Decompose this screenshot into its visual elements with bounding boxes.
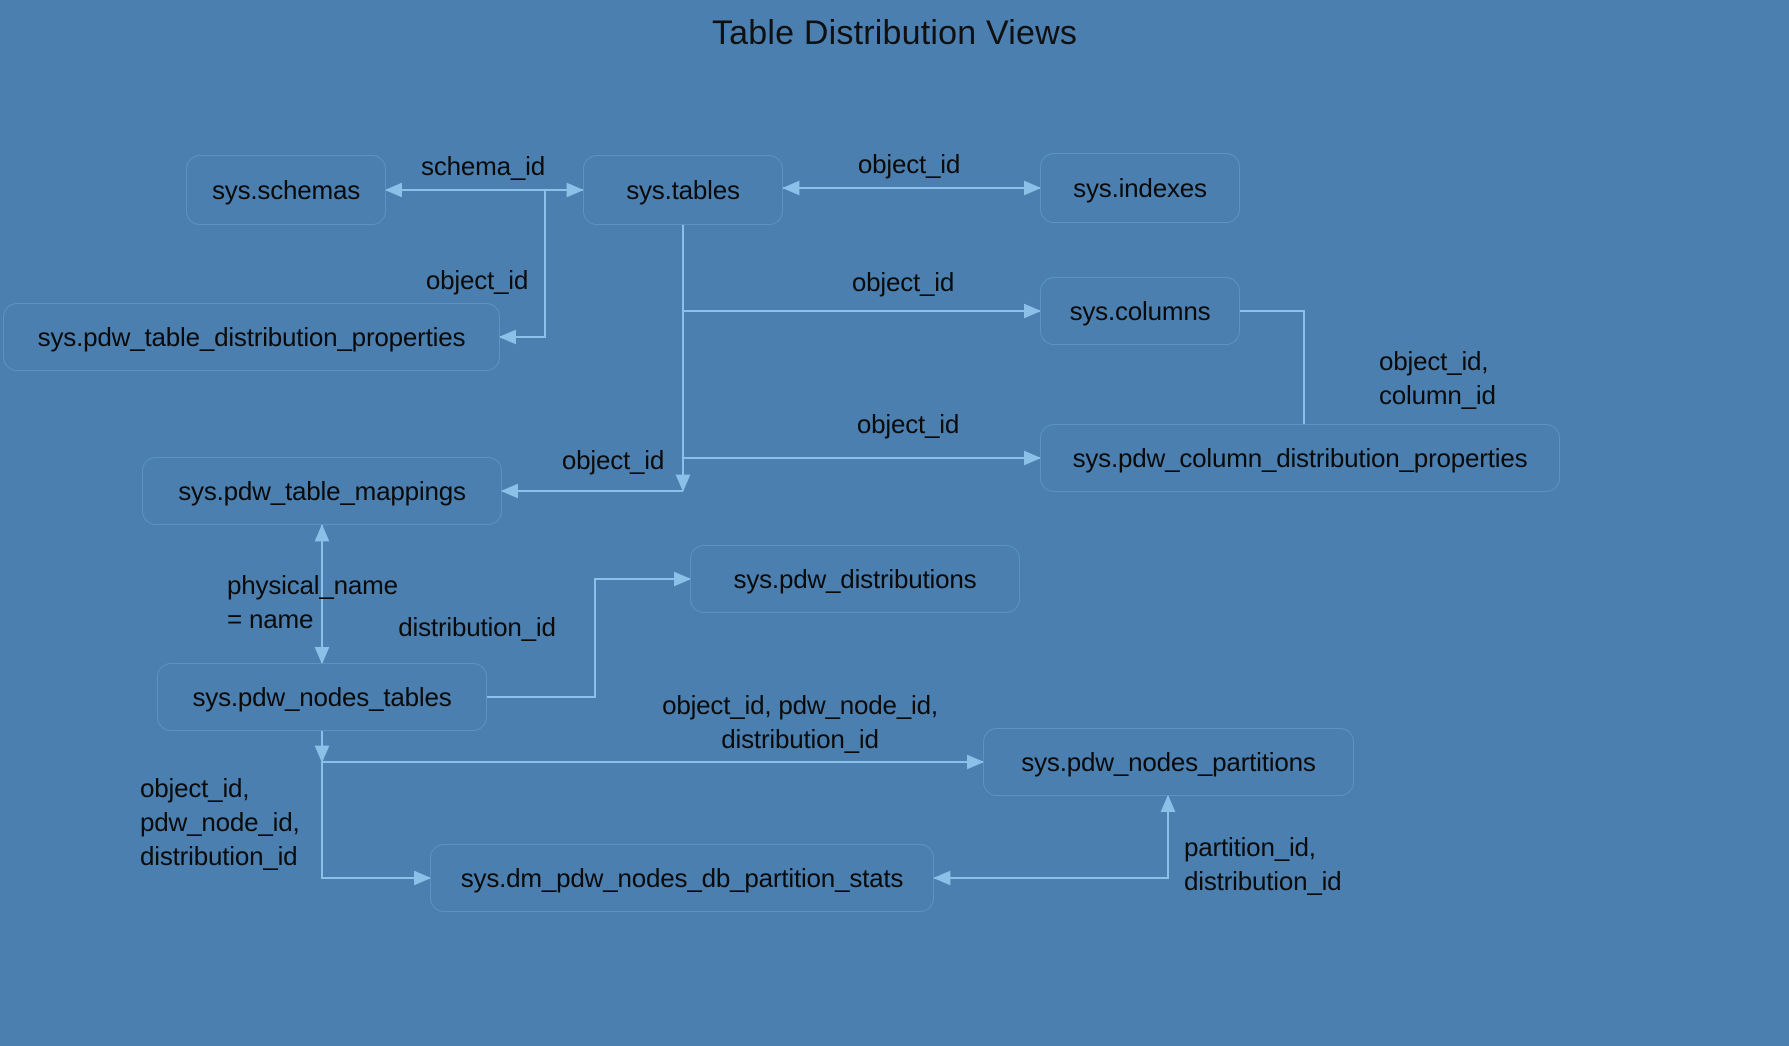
page-title: Table Distribution Views: [711, 14, 1078, 52]
node-sys-schemas[interactable]: sys.schemas: [186, 155, 386, 225]
edge-label-tables-indexes: object_id: [857, 149, 961, 179]
edge-label-nodes-tables-distributions: distribution_id: [398, 612, 556, 642]
edge-label-nodes-tables-nodes-partitions: object_id, pdw_node_id, distribution_id: [662, 690, 938, 754]
edge-label-tables-pdw-column-distribution-properties: object_id: [856, 409, 960, 439]
node-label: sys.pdw_table_mappings: [178, 475, 466, 506]
connector-c-nodestables-dist: [487, 571, 692, 698]
node-sys-pdw-nodes-tables[interactable]: sys.pdw_nodes_tables: [157, 663, 487, 731]
node-sys-columns[interactable]: sys.columns: [1040, 277, 1240, 345]
edge-label-tables-columns: object_id: [851, 267, 955, 297]
edge-label-columns-pdw-column-distribution-properties: object_id, column_id: [1379, 346, 1496, 410]
node-sys-pdw-column-distribution-properties[interactable]: sys.pdw_column_distribution_properties: [1040, 424, 1560, 492]
connector-c-stats-nodeparts: [933, 794, 1176, 886]
node-sys-pdw-table-distribution-properties[interactable]: sys.pdw_table_distribution_properties: [3, 303, 500, 371]
edge-label-tables-pdw-table-mappings: object_id: [561, 445, 665, 475]
node-sys-pdw-table-mappings[interactable]: sys.pdw_table_mappings: [142, 457, 502, 525]
edge-label-schemas-tables: schema_id: [421, 151, 545, 181]
connector-group: [314, 180, 1305, 886]
node-label: sys.pdw_nodes_tables: [192, 681, 452, 712]
node-sys-dm-pdw-nodes-db-partition-stats[interactable]: sys.dm_pdw_nodes_db_partition_stats: [430, 844, 934, 912]
node-label: sys.columns: [1069, 295, 1211, 326]
node-sys-indexes[interactable]: sys.indexes: [1040, 153, 1240, 223]
node-label: sys.pdw_distributions: [733, 563, 977, 594]
edge-label-tables-pdw-table-distribution-properties: object_id: [425, 265, 529, 295]
node-label: sys.dm_pdw_nodes_db_partition_stats: [460, 862, 904, 893]
node-label: sys.schemas: [211, 174, 361, 205]
node-sys-tables[interactable]: sys.tables: [583, 155, 783, 225]
node-label: sys.indexes: [1073, 172, 1207, 203]
connector-c-nodestables-stats: [321, 763, 432, 886]
edge-label-db-partition-stats-nodes-partitions: partition_id, distribution_id: [1184, 832, 1342, 896]
node-label: sys.pdw_nodes_partitions: [1021, 746, 1316, 777]
edge-label-table-mappings-nodes-tables: physical_name = name: [227, 570, 398, 634]
node-sys-pdw-nodes-partitions[interactable]: sys.pdw_nodes_partitions: [983, 728, 1354, 796]
node-label: sys.pdw_column_distribution_properties: [1072, 442, 1528, 473]
connector-c-tables-tdp: [498, 190, 546, 345]
connector-c-columns-cdp: [1240, 310, 1305, 458]
connector-c-nodestables-nodeparts: [321, 754, 985, 770]
node-sys-pdw-distributions[interactable]: sys.pdw_distributions: [690, 545, 1020, 613]
edge-label-nodes-tables-db-partition-stats: object_id, pdw_node_id, distribution_id: [140, 773, 300, 871]
node-label: sys.tables: [626, 174, 740, 205]
node-label: sys.pdw_table_distribution_properties: [37, 321, 466, 352]
